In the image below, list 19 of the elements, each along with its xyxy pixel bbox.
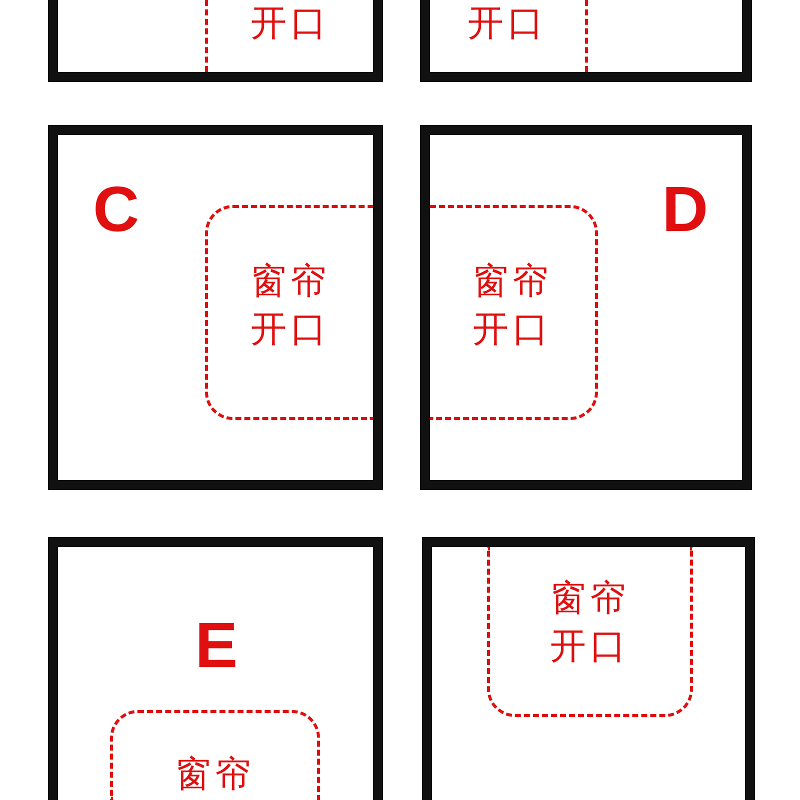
window-panel (48, 125, 383, 490)
window-panel (422, 537, 755, 800)
opening-label: 窗帘开口 (472, 260, 554, 352)
opening-label: 窗帘 (174, 753, 256, 797)
panel-letter: C (93, 177, 140, 241)
opening-label: 开口 (250, 2, 332, 46)
opening-label: 窗帘开口 (549, 577, 631, 669)
window-panel (420, 125, 752, 490)
panel-letter: E (195, 613, 238, 677)
curtain-opening (205, 205, 373, 420)
opening-label: 窗帘开口 (250, 260, 332, 352)
curtain-opening (110, 710, 320, 800)
opening-label: 开口 (466, 2, 548, 46)
panel-letter: D (662, 177, 708, 241)
window-panel (420, 0, 752, 82)
window-panel (48, 537, 383, 800)
window-panel (48, 0, 383, 82)
curtain-opening (430, 205, 598, 420)
curtain-opening (487, 547, 693, 717)
